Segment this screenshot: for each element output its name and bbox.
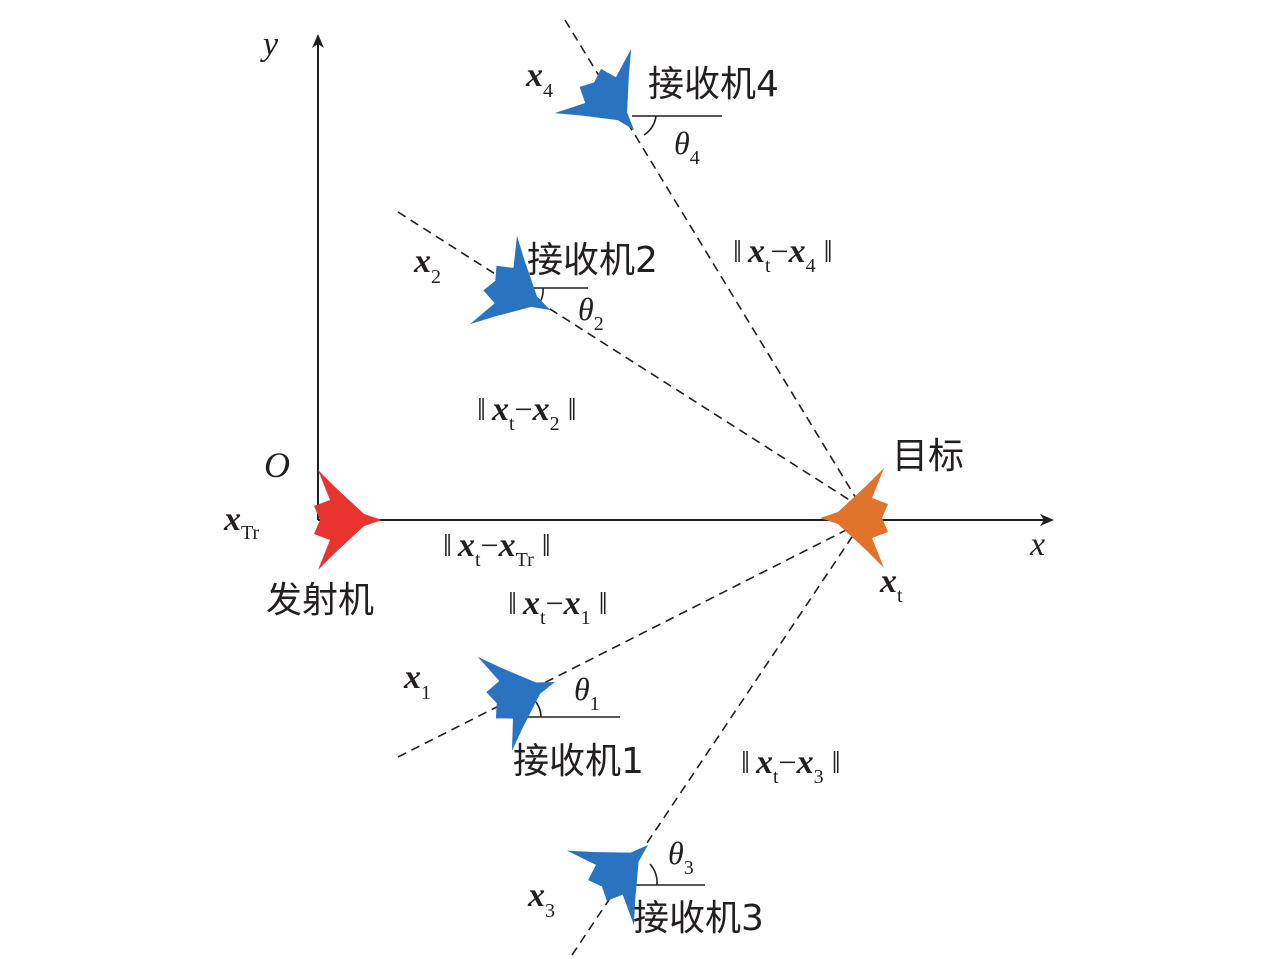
theta-3-label: θ3 [668,835,694,879]
y-axis-label: y [260,26,279,63]
receiver-1-position-label: x1 [403,659,431,704]
transmitter-position-label: xTr [223,501,260,544]
theta-3-angle [628,863,705,886]
distance-target-receiver-3: ‖xt−x3‖ [741,744,841,788]
target-position-label: xt [879,563,903,607]
los-receiver-3 [571,521,863,956]
receiver-1-label: 接收机1 [513,741,644,782]
los-receiver-1 [397,521,863,758]
x-axis-label: x [1029,526,1045,563]
receiver-1-aircraft-icon [473,635,573,753]
theta-4-label: θ4 [674,125,700,169]
receiver-3-label: 接收机3 [633,898,764,939]
los-receiver-2 [397,211,863,509]
distance-target-transmitter: ‖xt−xTr‖ [443,527,551,571]
transmitter-label: 发射机 [266,580,374,621]
transmitter-aircraft-icon [314,470,382,570]
receiver-2-label: 接收机2 [527,240,658,281]
receiver-4-label: 接收机4 [648,64,779,105]
distance-target-receiver-1: ‖xt−x1‖ [508,585,608,629]
receiver-3-position-label: x3 [527,877,555,922]
receiver-2-position-label: x2 [413,243,441,288]
theta-1-label: θ1 [574,671,600,715]
distance-target-receiver-4: ‖xt−x4‖ [733,233,833,277]
receiver-4-position-label: x4 [525,57,553,102]
origin-label: O [264,445,290,485]
theta-2-label: θ2 [578,291,604,335]
target-label: 目标 [892,436,964,477]
theta-1-angle [515,701,620,718]
target-aircraft-icon [820,468,888,568]
distance-target-receiver-2: ‖xt−x2‖ [477,391,577,435]
theta-4-angle [632,115,722,136]
